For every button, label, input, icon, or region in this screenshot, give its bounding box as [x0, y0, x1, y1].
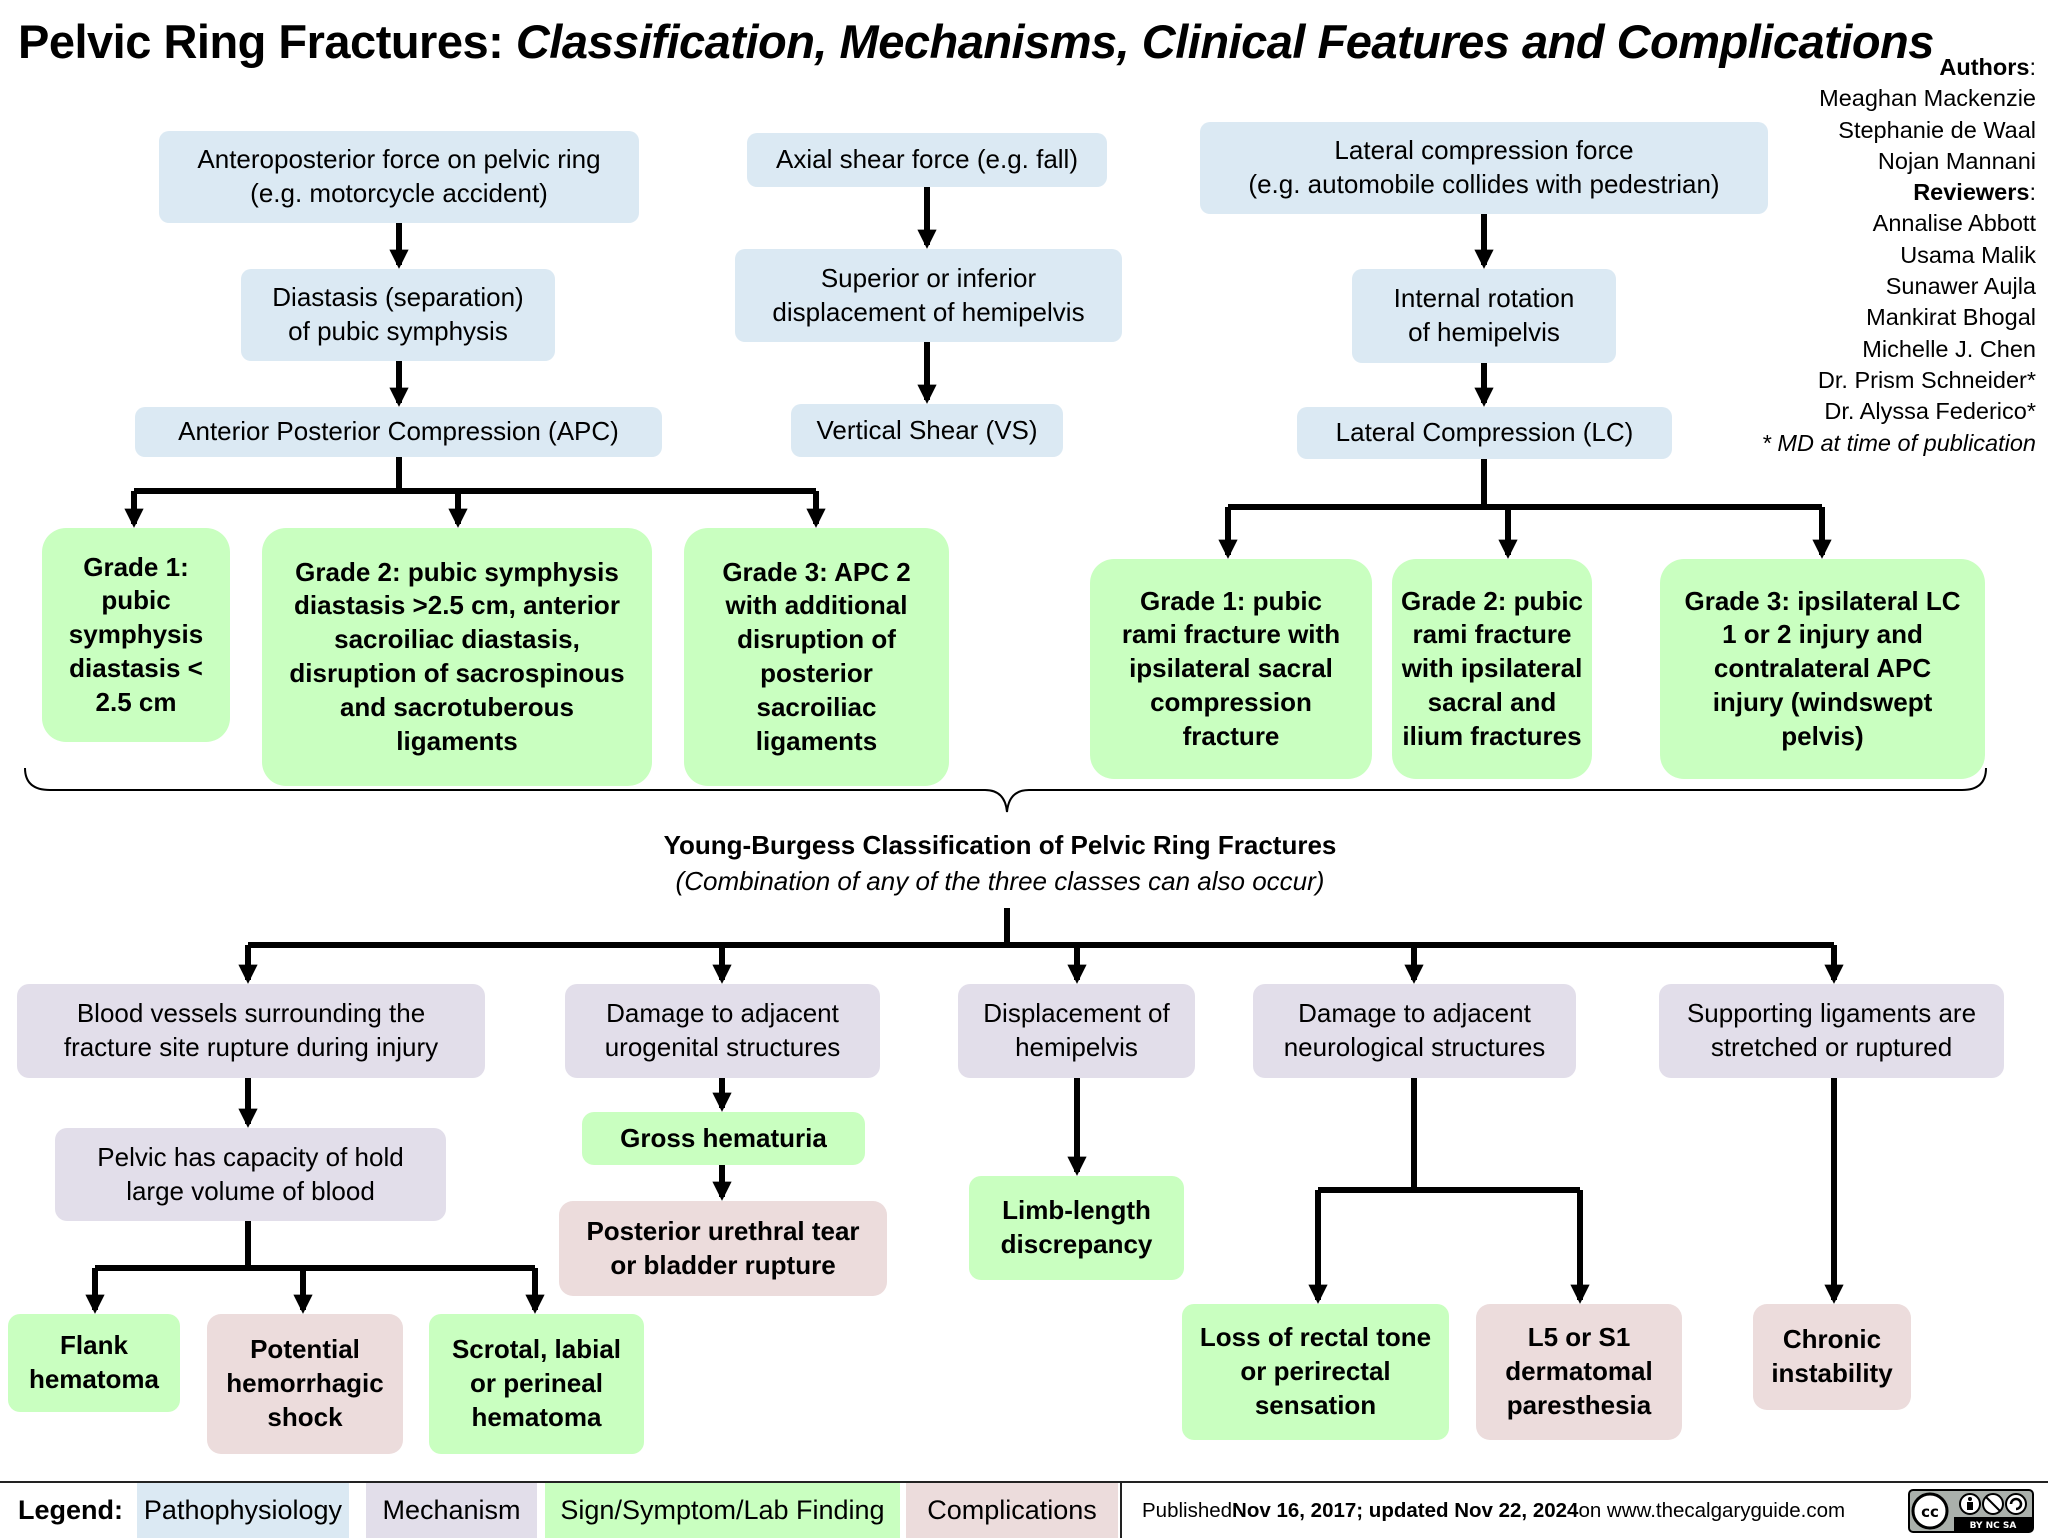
author: Nojan Mannani: [1877, 147, 2036, 174]
title-sub: Classification, Mechanisms, Clinical Fea…: [515, 15, 1935, 68]
reviewer: Mankirat Bhogal: [1866, 304, 2036, 331]
chronic-instability-box: Chronic instability: [1753, 1304, 1911, 1410]
lc-grade1-box: Grade 1: pubic rami fracture with ipsila…: [1090, 559, 1372, 779]
published-site: on www.thecalgaryguide.com: [1578, 1498, 1846, 1522]
hematuria-box: Gross hematuria: [582, 1112, 865, 1165]
young-burgess-subtitle: (Combination of any of the three classes…: [675, 866, 1325, 896]
cc-terms-text: BY NC SA: [1970, 1521, 2017, 1531]
urogenital-box: Damage to adjacent urogenital structures: [565, 984, 880, 1078]
legend-pathophysiology: Pathophysiology: [137, 1483, 349, 1538]
page-title: Pelvic Ring Fractures: Classification, M…: [18, 14, 1934, 69]
cc-text: cc: [1921, 1503, 1939, 1521]
reviewer: Sunawer Aujla: [1885, 273, 2036, 300]
legend: Legend: Pathophysiology Mechanism Sign/S…: [0, 1481, 2048, 1538]
vs-force-box: Axial shear force (e.g. fall): [747, 133, 1107, 187]
paresthesia-box: L5 or S1 dermatomal paresthesia: [1476, 1304, 1682, 1440]
author: Stephanie de Waal: [1838, 116, 2036, 143]
apc-grade2-box: Grade 2: pubic symphysis diastasis >2.5 …: [262, 528, 652, 786]
flank-hematoma-box: Flank hematoma: [8, 1314, 180, 1412]
cc-license-icon: cc BY NC SA: [1908, 1489, 2034, 1533]
legend-mechanism: Mechanism: [366, 1483, 537, 1538]
reviewer: Dr. Prism Schneider*: [1817, 366, 2036, 393]
author: Meaghan Mackenzie: [1819, 85, 2036, 112]
urethral-tear-box: Posterior urethral tear or bladder ruptu…: [559, 1201, 887, 1296]
lc-grade3-box: Grade 3: ipsilateral LC 1 or 2 injury an…: [1660, 559, 1985, 779]
apc-diastasis-box: Diastasis (separation) of pubic symphysi…: [241, 269, 555, 361]
reviewer: Usama Malik: [1900, 241, 2036, 268]
ligaments-box: Supporting ligaments are stretched or ru…: [1659, 984, 2004, 1078]
hemorrhagic-shock-box: Potential hemorrhagic shock: [207, 1314, 403, 1454]
apc-grade1-box: Grade 1: pubic symphysis diastasis < 2.5…: [42, 528, 230, 742]
apc-grade3-box: Grade 3: APC 2 with additional disruptio…: [684, 528, 949, 786]
limb-length-box: Limb-length discrepancy: [969, 1176, 1184, 1280]
lc-rotation-box: Internal rotation of hemipelvis: [1352, 269, 1616, 363]
vs-class-box: Vertical Shear (VS): [791, 404, 1063, 457]
young-burgess-title: Young-Burgess Classification of Pelvic R…: [663, 830, 1337, 860]
displacement-box: Displacement of hemipelvis: [958, 984, 1195, 1078]
neurological-box: Damage to adjacent neurological structur…: [1253, 984, 1576, 1078]
apc-class-box: Anterior Posterior Compression (APC): [135, 407, 662, 457]
reviewer: Michelle J. Chen: [1862, 335, 2036, 362]
title-main: Pelvic Ring Fractures:: [18, 15, 504, 68]
authors-heading: Authors: [1939, 54, 2030, 80]
apc-force-box: Anteroposterior force on pelvic ring (e.…: [159, 131, 639, 223]
credits: Authors: Meaghan Mackenzie Stephanie de …: [1736, 52, 2036, 459]
lc-grade2-box: Grade 2: pubic rami fracture with ipsila…: [1392, 559, 1592, 779]
legend-divider: [1120, 1483, 1122, 1538]
reviewer: Annalise Abbott: [1872, 210, 2036, 237]
rectal-tone-box: Loss of rectal tone or perirectal sensat…: [1182, 1304, 1449, 1440]
published-prefix: Published: [1142, 1498, 1233, 1522]
capacity-box: Pelvic has capacity of hold large volume…: [55, 1128, 446, 1221]
legend-label: Legend:: [18, 1495, 123, 1525]
legend-sign: Sign/Symptom/Lab Finding: [545, 1483, 900, 1538]
legend-complications: Complications: [906, 1483, 1118, 1538]
vs-displacement-box: Superior or inferior displacement of hem…: [735, 249, 1122, 342]
vessels-box: Blood vessels surrounding the fracture s…: [17, 984, 485, 1078]
lc-force-box: Lateral compression force (e.g. automobi…: [1200, 122, 1768, 214]
lc-class-box: Lateral Compression (LC): [1297, 407, 1672, 459]
credits-note: * MD at time of publication: [1761, 429, 2036, 456]
scrotal-hematoma-box: Scrotal, labial or perineal hematoma: [429, 1314, 644, 1454]
published-info: Published Nov 16, 2017; updated Nov 22, …: [1142, 1483, 1845, 1538]
published-dates: Nov 16, 2017; updated Nov 22, 2024: [1232, 1498, 1579, 1522]
reviewer: Dr. Alyssa Federico*: [1824, 398, 2036, 425]
reviewers-heading: Reviewers: [1913, 179, 2030, 206]
